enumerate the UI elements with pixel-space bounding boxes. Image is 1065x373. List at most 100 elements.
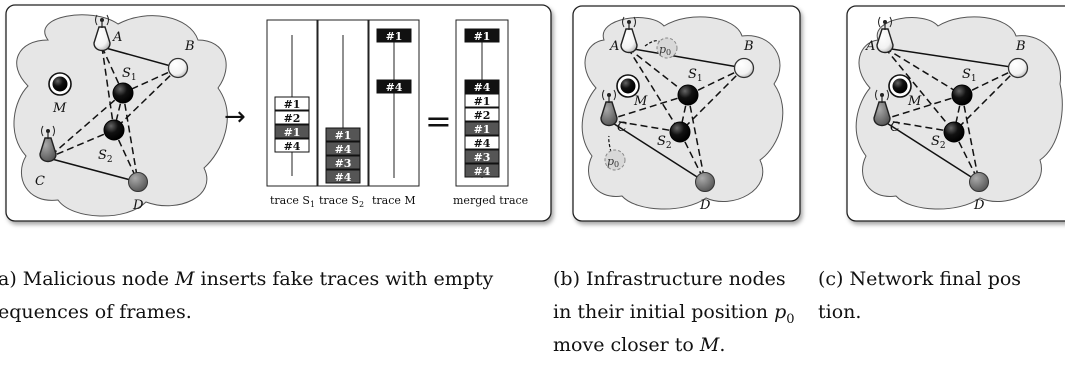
node-s2-circle xyxy=(943,121,965,143)
frame-label: #3 xyxy=(474,151,491,164)
trace-s2-label: trace S2 xyxy=(319,194,364,209)
caption-b-var-2: M xyxy=(699,334,720,356)
label-m: M xyxy=(52,101,67,116)
panel-c: A B S1 M C S2 D xyxy=(846,5,1065,222)
node-s1-circle xyxy=(677,84,699,106)
caption-b-period: . xyxy=(719,334,726,356)
label-c: C xyxy=(35,174,45,189)
caption-a-line2: equences of frames. xyxy=(0,301,192,323)
svg-text:p0: p0 xyxy=(607,155,619,169)
frame-box xyxy=(376,79,412,94)
caption-a-var: M xyxy=(175,268,195,290)
label-b: B xyxy=(184,39,195,54)
caption-c-line1: (c) Network final pos xyxy=(818,268,1022,290)
trace-m-frames: #1#4 xyxy=(376,28,412,94)
label-s1: S1 xyxy=(122,66,137,83)
caption-b-sub: 0 xyxy=(786,311,795,327)
frame-box xyxy=(464,107,500,122)
frame-box xyxy=(376,28,412,43)
frame-label: #4 xyxy=(474,81,491,94)
trace-m-label: trace M xyxy=(372,194,416,207)
label-d: D xyxy=(699,198,711,213)
node-m-circle xyxy=(616,74,640,98)
label-d: D xyxy=(973,198,985,213)
label-s2: S2 xyxy=(98,148,113,165)
frame-label: #1 xyxy=(284,126,301,139)
frame-label: #4 xyxy=(335,171,352,184)
trace-s1-frames: #1#2#1#4 xyxy=(274,96,310,153)
panel-a: A B S1 M S2 C D → #1#2#1#4 #1#4#3#4 #1#4… xyxy=(5,4,552,222)
frame-box xyxy=(325,141,361,156)
caption-a-line1: a) Malicious node M inserts fake traces … xyxy=(0,270,493,289)
panel-b: p0 p0 A B S1 M C xyxy=(572,5,801,222)
frame-box xyxy=(464,149,500,164)
node-b-circle xyxy=(1007,57,1029,79)
label-a: A xyxy=(609,39,619,54)
label-s2: S2 xyxy=(657,134,672,151)
frame-label: #4 xyxy=(386,81,403,94)
node-d-circle xyxy=(128,172,148,192)
caption-b-line2: in their initial position p0 xyxy=(553,303,795,326)
svg-text:p0: p0 xyxy=(659,43,671,57)
antenna-a-icon xyxy=(93,14,111,52)
frame-box xyxy=(325,155,361,170)
frame-box xyxy=(325,169,361,184)
caption-b-line3: move closer to M. xyxy=(553,336,725,355)
trace-s1-label: trace S1 xyxy=(270,194,315,209)
frame-label: #1 xyxy=(474,123,491,136)
node-m-circle xyxy=(888,74,912,98)
frame-box xyxy=(464,121,500,136)
merged-trace-frames: #1#4#1#2#1#4#3#4 xyxy=(464,28,500,178)
caption-b-text: in their initial position xyxy=(553,301,775,323)
node-b-circle xyxy=(167,57,189,79)
frame-box xyxy=(464,28,500,43)
frame-box xyxy=(274,138,310,153)
label-s1: S1 xyxy=(962,67,977,84)
frame-box xyxy=(274,110,310,125)
caption-b-text-2: move closer to xyxy=(553,334,700,356)
frame-label: #3 xyxy=(335,157,352,170)
frame-label: #4 xyxy=(474,165,491,178)
frame-label: #1 xyxy=(474,95,491,108)
frame-box xyxy=(464,93,500,108)
label-c: C xyxy=(890,120,900,135)
frame-label: #1 xyxy=(474,30,491,43)
antenna-c-icon xyxy=(600,89,618,127)
node-b-circle xyxy=(733,57,755,79)
node-s2-circle xyxy=(103,119,125,141)
frame-box xyxy=(325,127,361,142)
frame-label: #4 xyxy=(335,143,352,156)
frame-box xyxy=(464,79,500,94)
antenna-a-icon xyxy=(620,16,638,54)
label-b: B xyxy=(743,39,754,54)
frame-label: #1 xyxy=(335,129,352,142)
links-c xyxy=(881,47,1019,183)
network-cloud-b xyxy=(581,16,784,210)
arrow-right: → xyxy=(224,102,246,132)
frame-label: #2 xyxy=(474,109,491,122)
p0-ghost-top: p0 xyxy=(656,37,678,59)
frame-label: #1 xyxy=(284,98,301,111)
frame-label: #2 xyxy=(284,112,301,125)
node-s2-circle xyxy=(669,121,691,143)
caption-b-var: p xyxy=(774,301,787,323)
node-d-circle xyxy=(969,172,989,192)
label-c: C xyxy=(617,120,627,135)
caption-c-line2: tion. xyxy=(818,301,862,323)
label-a: A xyxy=(112,30,122,45)
caption-a-text-2: inserts fake traces with empty xyxy=(194,268,494,290)
label-s2: S2 xyxy=(931,134,946,151)
frame-box xyxy=(274,124,310,139)
frame-box xyxy=(464,163,500,178)
frame-box xyxy=(274,96,310,111)
node-s1-circle xyxy=(112,82,134,104)
node-m-circle xyxy=(48,72,72,96)
antenna-c-icon xyxy=(39,125,57,163)
frame-label: #4 xyxy=(284,140,301,153)
frame-box xyxy=(464,135,500,150)
node-s1-circle xyxy=(951,84,973,106)
label-a: A xyxy=(865,39,875,54)
frame-label: #4 xyxy=(474,137,491,150)
label-b: B xyxy=(1015,39,1026,54)
